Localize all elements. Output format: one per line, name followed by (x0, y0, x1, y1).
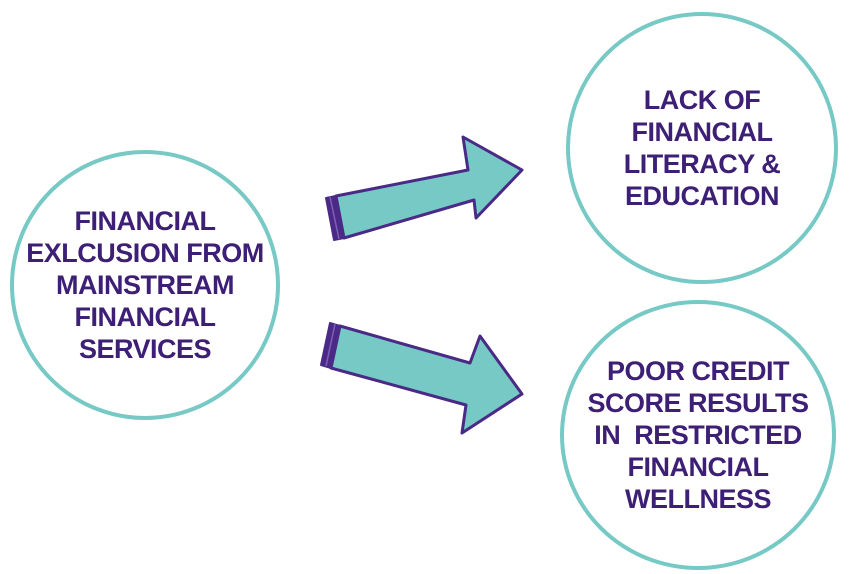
literacy-node-line: EDUCATION (624, 181, 779, 211)
arrow-to-literacy-body (334, 135, 524, 240)
source-node-line: FINANCIAL (74, 206, 216, 236)
literacy-node-line: LACK OF (643, 85, 761, 115)
credit-node-text: POOR CREDIT SCORE RESULTS IN RESTRICTED … (587, 355, 809, 515)
arrow-to-credit-body (329, 324, 524, 435)
arrow-to-credit-tail-line (325, 323, 336, 367)
credit-node-line: FINANCIAL (627, 452, 769, 482)
arrow-to-literacy-tail-line (329, 196, 340, 240)
credit-node: POOR CREDIT SCORE RESULTS IN RESTRICTED … (560, 300, 836, 570)
source-node: FINANCIAL EXLCUSION FROM MAINSTREAM FINA… (10, 150, 280, 420)
literacy-node: LACK OF FINANCIAL LITERACY & EDUCATION (566, 12, 838, 284)
source-node-line: FINANCIAL (74, 302, 216, 332)
credit-node-line: POOR CREDIT (606, 356, 790, 386)
literacy-node-line: LITERACY & (623, 149, 781, 179)
source-node-line: SERVICES (78, 334, 212, 364)
arrow-to-credit (320, 322, 524, 435)
source-node-line: MAINSTREAM (55, 270, 234, 300)
arrow-to-literacy (325, 135, 524, 241)
source-node-line: EXLCUSION FROM (26, 238, 264, 268)
credit-node-line: IN RESTRICTED (594, 420, 802, 450)
literacy-node-text: LACK OF FINANCIAL LITERACY & EDUCATION (624, 84, 781, 212)
credit-node-line: SCORE RESULTS (587, 388, 809, 418)
credit-node-line: WELLNESS (624, 484, 772, 514)
source-node-text: FINANCIAL EXLCUSION FROM MAINSTREAM FINA… (26, 205, 264, 365)
literacy-node-line: FINANCIAL (631, 117, 773, 147)
